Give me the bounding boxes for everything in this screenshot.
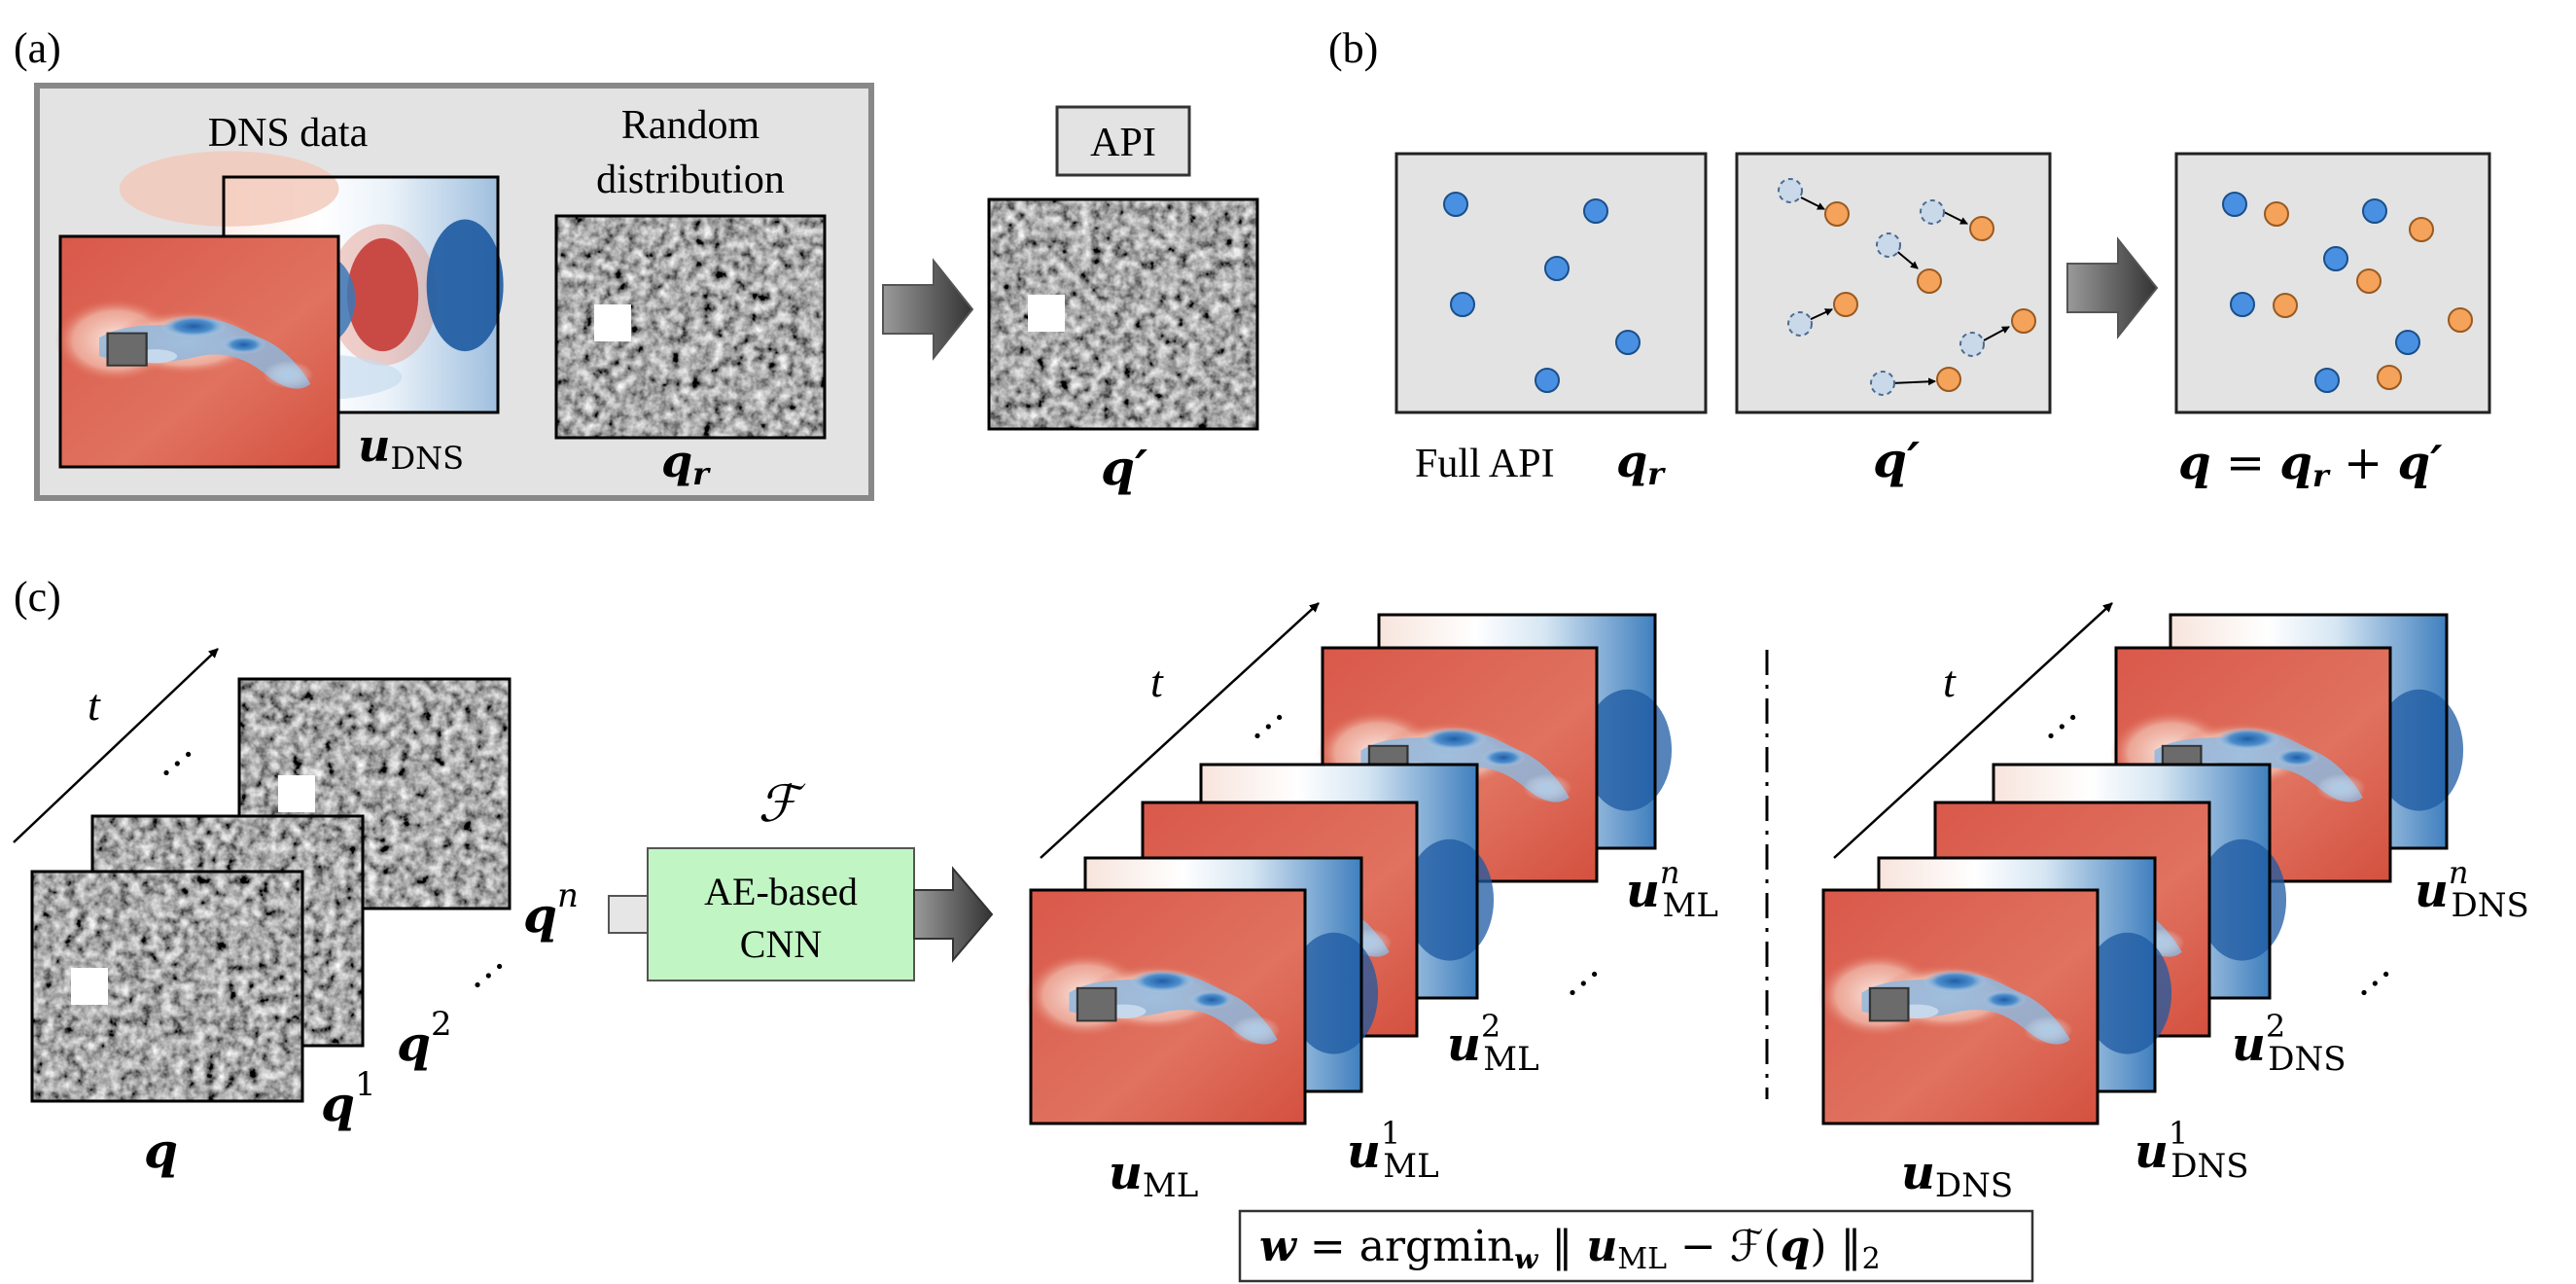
q-noise-stack <box>30 677 512 1103</box>
dots-dns-top: … <box>2023 685 2086 749</box>
q-prime-label-b: q′ <box>1873 431 1920 488</box>
cnn-line2: CNN <box>740 922 822 966</box>
arrow-a <box>882 258 974 361</box>
api-label: API <box>1090 121 1156 165</box>
full-api-text: Full API <box>1415 442 1555 486</box>
cnn-line1: AE-based <box>704 870 858 913</box>
arrow-b <box>2066 236 2159 339</box>
ml-field-stack <box>1024 613 1673 1125</box>
operator-symbol: ℱ <box>759 777 806 833</box>
dns-data-title: DNS data <box>208 111 369 156</box>
q-label-n: qn <box>523 876 579 944</box>
cnn-output-arrow <box>913 866 994 963</box>
q-prime-noise-panel <box>987 197 1259 431</box>
loss-box <box>1238 1209 2034 1283</box>
time-symbol-dns: t <box>1943 657 1957 706</box>
time-arrow-dns <box>1833 602 2113 859</box>
dots-ml-bottom: … <box>1544 942 1607 1006</box>
q-prime-label-a: q′ <box>1101 439 1147 496</box>
time-symbol-ml: t <box>1150 657 1164 706</box>
u-dns-label: uDNS <box>358 419 464 477</box>
u-ml-label-0: uML <box>1109 1146 1198 1205</box>
q-r-label-a: qr <box>661 435 711 492</box>
panel-b-tag: (b) <box>1328 24 1378 72</box>
dns-u-field-panel <box>53 234 340 469</box>
q-prime-particles <box>1778 178 2036 396</box>
q-label-1: q1 <box>321 1065 376 1132</box>
q-label-0: q <box>144 1122 178 1179</box>
q-label-2: q2 <box>397 1005 452 1072</box>
dns-field-stack <box>1817 613 2464 1125</box>
dots-dns-bottom: … <box>2336 942 2399 1006</box>
cnn-input-stub <box>608 895 649 934</box>
time-arrow-ml <box>1040 602 1320 859</box>
full-api-particles <box>1443 192 1641 393</box>
panel-a-tag: (a) <box>14 24 61 72</box>
time-arrow-q <box>13 648 219 843</box>
q-r-label-b: qr <box>1616 435 1666 492</box>
random-noise-panel <box>554 214 827 440</box>
panel-c-tag: (c) <box>14 573 61 621</box>
loss-equation: w = argminw ‖ uML − ℱ(q) ‖2 <box>1259 1222 1881 1276</box>
q-sum-equation: q = qr + q′ <box>2178 436 2443 494</box>
time-symbol-q: t <box>88 680 101 730</box>
random-title-line2: distribution <box>596 158 785 202</box>
dots-q-top: … <box>138 722 201 786</box>
api-box <box>1055 105 1191 177</box>
u-dns-label-0: uDNS <box>1901 1146 2013 1205</box>
combined-particles <box>2222 192 2473 393</box>
random-title-line1: Random <box>621 103 760 148</box>
dots-q-bottom: … <box>449 934 512 998</box>
dots-ml-top: … <box>1229 685 1292 749</box>
